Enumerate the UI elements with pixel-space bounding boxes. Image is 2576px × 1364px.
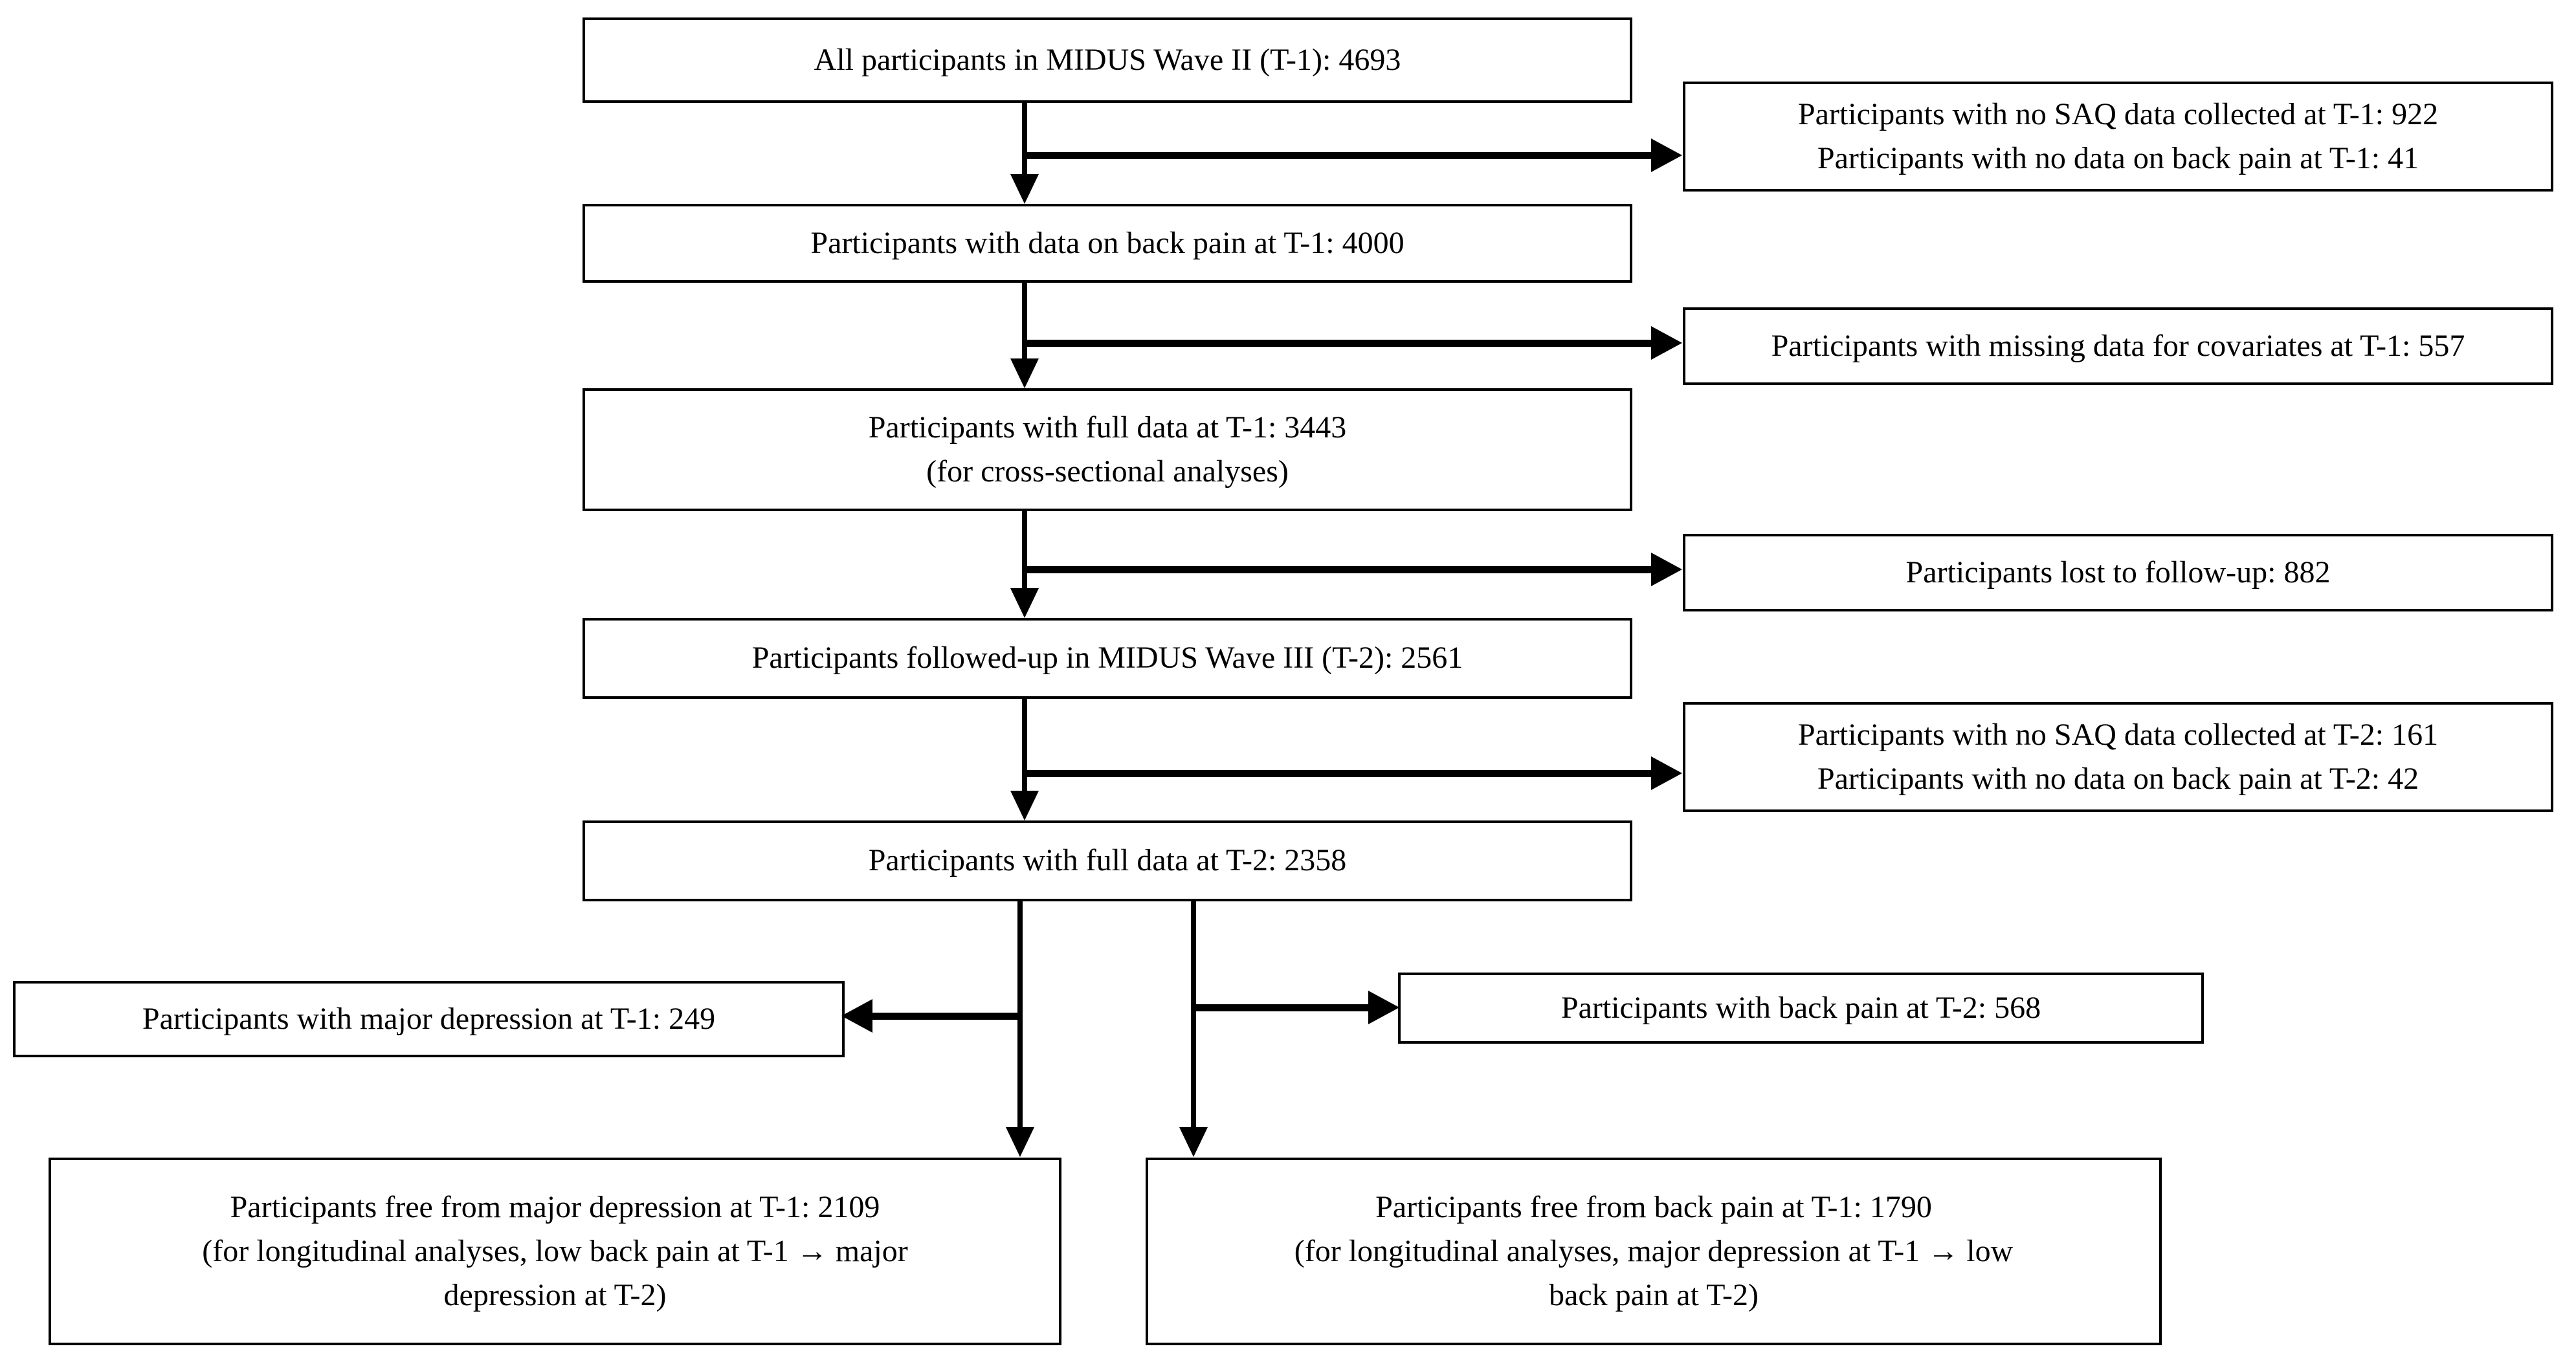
node-full-data-t1: Participants with full data at T-1: 3443… — [583, 388, 1632, 511]
connector-n3-n4-arrowhead — [1010, 588, 1039, 618]
connector-n2-e2-arrowhead — [1651, 326, 1682, 360]
node-label: Participants with full data at T-2: 2358 — [868, 843, 1347, 878]
connector-n4-n5-arrowhead — [1010, 791, 1039, 820]
exclusion-lost-to-followup: Participants lost to follow-up: 882 — [1683, 534, 2553, 611]
connector-n1-e1-arrowhead — [1651, 138, 1682, 172]
connector-n2-n3-line — [1022, 283, 1027, 358]
connector-n5-o4-arrowhead — [1179, 1127, 1208, 1157]
connector-n2-e2-line — [1022, 340, 1651, 347]
outcome-free-major-depression-t1: Participants free from major depression … — [49, 1158, 1061, 1345]
exclusion-missing-covariates-t1: Participants with missing data for covar… — [1683, 307, 2553, 385]
node-label: Participants with no SAQ data collected … — [1797, 96, 2439, 175]
node-label: All participants in MIDUS Wave II (T-1):… — [814, 42, 1401, 77]
node-followed-up-t2: Participants followed-up in MIDUS Wave I… — [583, 618, 1632, 699]
node-label: Participants with back pain at T-2: 568 — [1560, 990, 2041, 1025]
node-label: Participants lost to follow-up: 882 — [1905, 555, 2331, 589]
node-label: Participants with data on back pain at T… — [810, 225, 1405, 260]
connector-n4-n5-line — [1022, 699, 1027, 791]
connector-n3-n4-line — [1022, 511, 1027, 588]
node-label: Participants with full data at T-1: 3443… — [868, 410, 1347, 489]
connector-n1-n2-arrowhead — [1010, 174, 1039, 204]
connector-n2-n3-arrowhead — [1010, 358, 1039, 388]
connector-n5-o2-line — [1196, 1004, 1368, 1011]
outcome-free-back-pain-t1: Participants free from back pain at T-1:… — [1146, 1158, 2162, 1345]
connector-n5-o2-arrowhead — [1368, 991, 1399, 1024]
outcome-back-pain-t2: Participants with back pain at T-2: 568 — [1398, 973, 2204, 1044]
outcome-major-depression-t1: Participants with major depression at T-… — [13, 981, 845, 1057]
node-label: Participants free from back pain at T-1:… — [1294, 1189, 2014, 1313]
connector-n5-o3-arrowhead — [1006, 1127, 1034, 1157]
node-all-participants: All participants in MIDUS Wave II (T-1):… — [583, 17, 1632, 103]
connector-n1-n2-line — [1022, 103, 1027, 174]
connector-n1-e1-line — [1022, 152, 1651, 159]
connector-n3-e3-arrowhead — [1651, 553, 1682, 586]
node-back-pain-data-t1: Participants with data on back pain at T… — [583, 204, 1632, 283]
connector-n4-e4-arrowhead — [1651, 756, 1682, 790]
node-label: Participants free from major depression … — [202, 1189, 908, 1313]
node-label: Participants with major depression at T-… — [142, 1001, 716, 1036]
connector-n5-o4-line — [1191, 901, 1196, 1132]
connector-n5-o1-line — [872, 1013, 1023, 1020]
connector-n4-e4-line — [1022, 770, 1651, 777]
node-label: Participants with no SAQ data collected … — [1797, 717, 2439, 796]
node-label: Participants with missing data for covar… — [1771, 328, 2465, 363]
connector-n5-o1-arrowhead — [841, 999, 872, 1033]
node-label: Participants followed-up in MIDUS Wave I… — [751, 641, 1463, 676]
connector-n3-e3-line — [1022, 566, 1651, 573]
exclusion-no-saq-t2: Participants with no SAQ data collected … — [1683, 702, 2553, 812]
exclusion-no-saq-t1: Participants with no SAQ data collected … — [1683, 82, 2553, 192]
node-full-data-t2: Participants with full data at T-2: 2358 — [583, 820, 1632, 901]
